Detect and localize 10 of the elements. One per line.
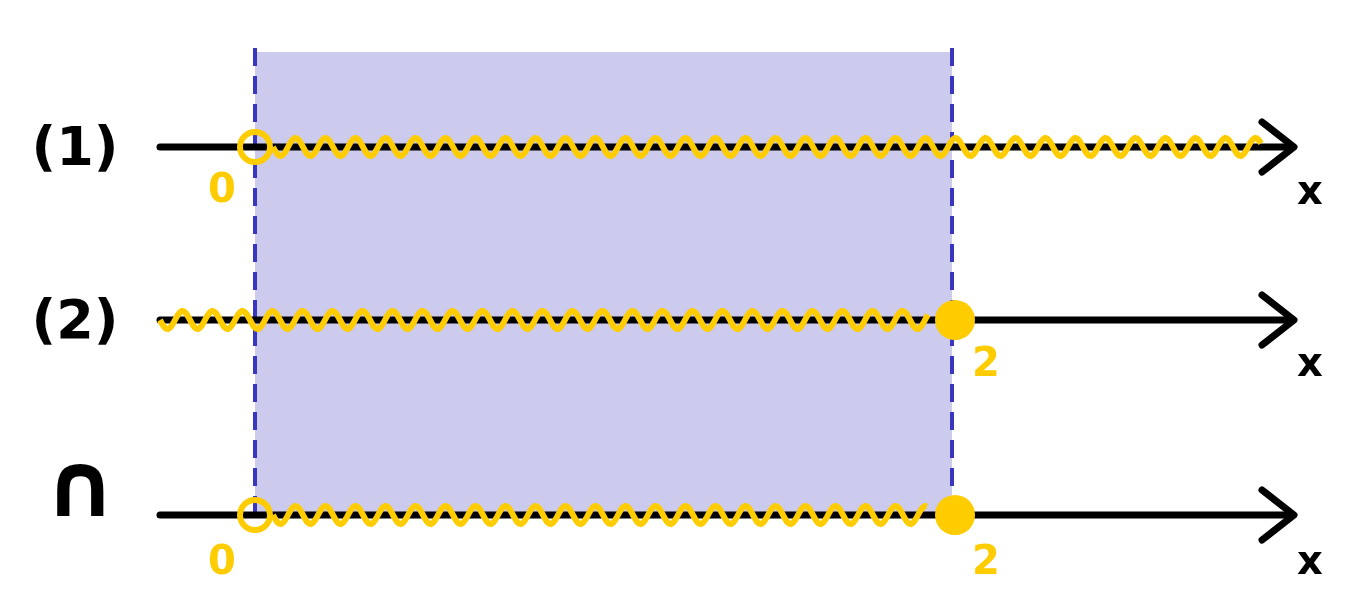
tick-label: 2 xyxy=(972,342,1000,382)
tick-label: 2 xyxy=(972,540,1000,580)
row-label: (1) xyxy=(31,120,119,174)
row-label: ∩ xyxy=(43,440,117,530)
tick-label: 0 xyxy=(208,540,236,580)
row-label: (2) xyxy=(31,293,119,347)
tick-label: 0 xyxy=(208,168,236,208)
axis-label: x xyxy=(1297,342,1323,382)
axis-label: x xyxy=(1297,170,1323,210)
axis-label: x xyxy=(1297,540,1323,580)
